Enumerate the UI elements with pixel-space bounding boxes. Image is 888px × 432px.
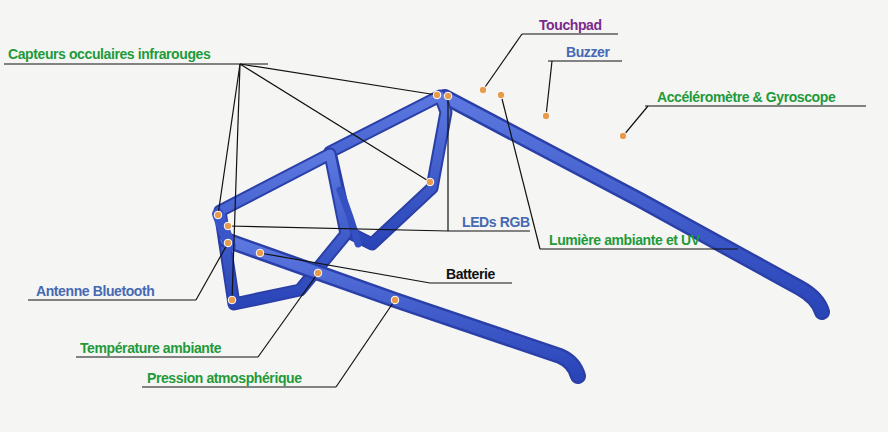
part-label: Pression atmosphérique (147, 370, 302, 386)
part-label: Capteurs occulaires infrarouges (8, 46, 210, 62)
leader-lines (4, 34, 866, 387)
part-label: Antenne Bluetooth (36, 283, 154, 299)
glasses-frame (218, 96, 822, 376)
part-label: Température ambiante (80, 340, 221, 356)
part-label: Accéléromètre & Gyroscope (657, 89, 835, 105)
part-label: Batterie (446, 266, 495, 282)
part-label: Touchpad (539, 17, 602, 33)
part-label: Lumière ambiante et UV (549, 232, 700, 248)
part-label: LEDs RGB (462, 214, 530, 230)
sensor-dots (214, 86, 627, 304)
part-label: Buzzer (566, 44, 610, 60)
